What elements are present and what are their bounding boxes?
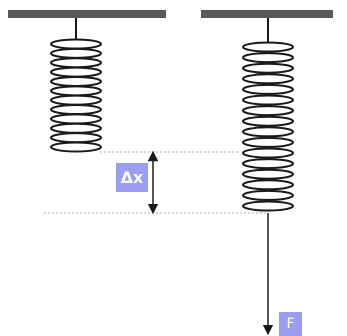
right-spring-coil (242, 147, 294, 159)
displacement-label: Δx (116, 163, 148, 192)
right-spring-coil (242, 126, 294, 138)
left-spring-coil (50, 122, 102, 134)
left-spring-coil (50, 141, 102, 153)
left-spring-coil (50, 47, 102, 59)
left-spring-coil (50, 38, 102, 50)
left-spring-coil (50, 113, 102, 125)
right-spring-coil (242, 179, 294, 191)
left-spring-coil (50, 94, 102, 106)
force-label: F (279, 312, 302, 336)
right-spring-coil (242, 73, 294, 85)
right-spring-coil (242, 105, 294, 117)
right-spring-coil (242, 41, 294, 53)
right-spring-coil (242, 200, 294, 212)
left-spring-coil (50, 104, 102, 116)
right-spring-coil (242, 136, 294, 148)
right-spring-coil (242, 189, 294, 201)
left-spring-coil (50, 132, 102, 144)
right-spring-coil (242, 52, 294, 64)
right-spring-coil (242, 62, 294, 74)
right-spring-coil (242, 168, 294, 180)
left-spring (50, 18, 102, 153)
right-spring-coil (242, 83, 294, 95)
right-spring (242, 18, 294, 212)
left-spring-coil (50, 66, 102, 78)
left-spring-coil (50, 75, 102, 87)
right-spring-coil (242, 94, 294, 106)
left-spring-coil (50, 85, 102, 97)
left-spring-coil (50, 57, 102, 69)
right-ceiling (201, 10, 333, 18)
right-spring-coil (242, 158, 294, 170)
right-spring-coil (242, 115, 294, 127)
left-ceiling (8, 10, 166, 18)
